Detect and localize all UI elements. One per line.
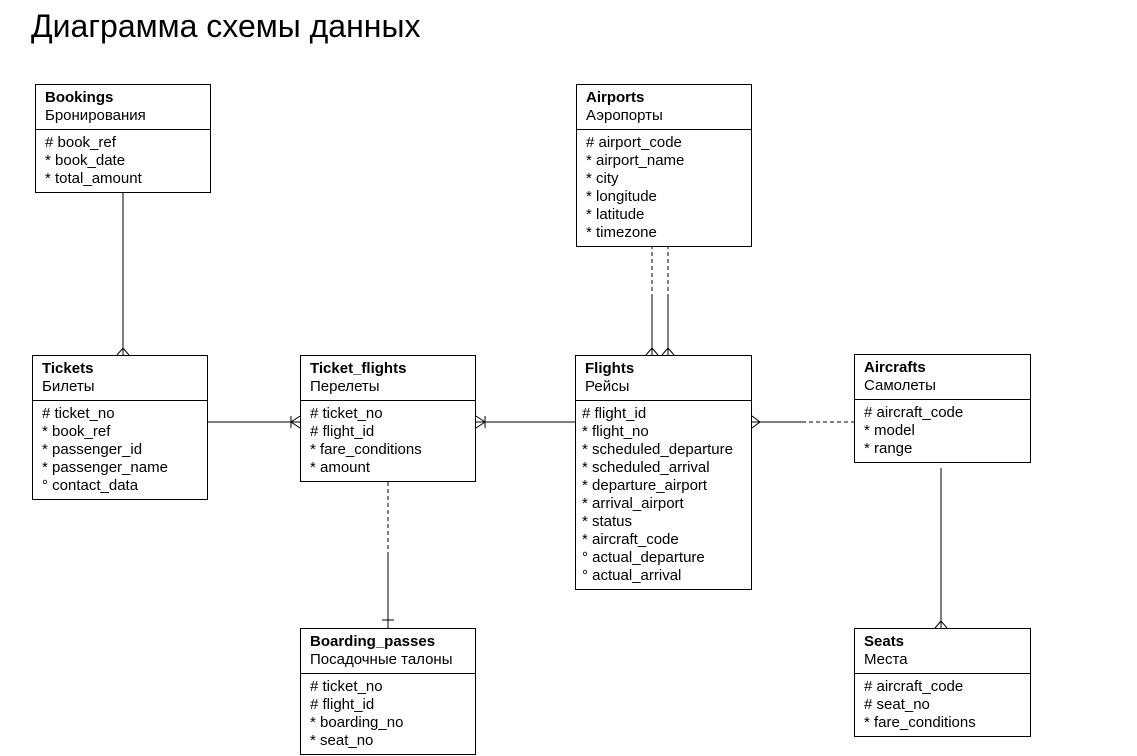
entity-subtitle: Аэропорты <box>586 107 663 124</box>
relationship-aircrafts-seats <box>934 468 948 629</box>
attribute: * fare_conditions <box>310 441 422 458</box>
relationship-tickets-ticket-flights <box>208 415 301 429</box>
entity-ticket-flights[interactable]: Ticket_flights Перелеты # ticket_no # fl… <box>300 355 476 482</box>
attribute: # airport_code <box>586 134 682 151</box>
attribute: # aircraft_code <box>864 404 964 421</box>
attribute: * departure_airport <box>582 477 708 494</box>
attribute-list: # ticket_no # flight_id * fare_condition… <box>301 401 475 481</box>
attribute: * airport_name <box>586 152 685 169</box>
entity-boarding-passes[interactable]: Boarding_passes Посадочные талоны # tick… <box>300 628 476 755</box>
relationship-airports-flights-arrival <box>661 245 675 356</box>
attribute: * aircraft_code <box>582 531 679 548</box>
relationship-bookings-tickets <box>116 192 130 356</box>
attribute: # flight_id <box>310 423 375 440</box>
relationship-aircrafts-flights <box>751 415 854 429</box>
entity-bookings[interactable]: Bookings Бронирования # book_ref * book_… <box>35 84 211 193</box>
attribute: * book_date <box>45 152 126 169</box>
entity-flights[interactable]: Flights Рейсы # flight_id * flight_no * … <box>575 355 752 590</box>
entity-subtitle: Перелеты <box>310 378 380 395</box>
attribute: * scheduled_departure <box>582 441 733 458</box>
entity-name: Aircrafts <box>864 359 926 376</box>
entity-tickets[interactable]: Tickets Билеты # ticket_no * book_ref * … <box>32 355 208 500</box>
entity-header: Airports Аэропорты <box>577 85 751 130</box>
entity-header: Aircrafts Самолеты <box>855 355 1030 400</box>
relationship-airports-flights-departure <box>645 245 659 356</box>
attribute: * amount <box>310 459 371 476</box>
attribute: * timezone <box>586 224 657 241</box>
attribute: * book_ref <box>42 423 111 440</box>
attribute-list: # aircraft_code * model * range <box>855 400 1030 462</box>
attribute: * boarding_no <box>310 714 404 731</box>
attribute: ° contact_data <box>42 477 139 494</box>
entity-subtitle: Самолеты <box>864 377 936 394</box>
attribute: * flight_no <box>582 423 649 440</box>
entity-name: Bookings <box>45 89 114 106</box>
entity-seats[interactable]: Seats Места # aircraft_code # seat_no * … <box>854 628 1031 737</box>
attribute: * latitude <box>586 206 645 223</box>
attribute-list: # aircraft_code # seat_no * fare_conditi… <box>855 674 1030 736</box>
attribute: # ticket_no <box>42 405 115 422</box>
attribute: # aircraft_code <box>864 678 964 695</box>
entity-header: Seats Места <box>855 629 1030 674</box>
entity-subtitle: Бронирования <box>45 107 146 124</box>
attribute: # book_ref <box>45 134 116 151</box>
entity-airports[interactable]: Airports Аэропорты # airport_code * airp… <box>576 84 752 247</box>
attribute: * model <box>864 422 915 439</box>
entity-subtitle: Места <box>864 651 908 668</box>
attribute-list: # ticket_no # flight_id * boarding_no * … <box>301 674 475 754</box>
attribute-list: # flight_id * flight_no * scheduled_depa… <box>576 401 751 589</box>
attribute: * arrival_airport <box>582 495 684 512</box>
entity-subtitle: Билеты <box>42 378 95 395</box>
entity-name: Airports <box>586 89 645 106</box>
attribute: * passenger_name <box>42 459 168 476</box>
attribute: # flight_id <box>582 405 647 422</box>
entity-aircrafts[interactable]: Aircrafts Самолеты # aircraft_code * mod… <box>854 354 1031 463</box>
attribute: * status <box>582 513 633 530</box>
entity-subtitle: Рейсы <box>585 378 630 395</box>
entity-name: Tickets <box>42 360 94 377</box>
attribute: * passenger_id <box>42 441 143 458</box>
attribute: * range <box>864 440 913 457</box>
attribute-list: # ticket_no * book_ref * passenger_id * … <box>33 401 207 499</box>
entity-name: Flights <box>585 360 635 377</box>
entity-subtitle: Посадочные талоны <box>310 651 453 668</box>
attribute: ° actual_arrival <box>582 567 682 584</box>
relationship-ticket-flights-boarding-passes <box>382 482 394 628</box>
entity-header: Boarding_passes Посадочные талоны <box>301 629 475 674</box>
attribute: # ticket_no <box>310 405 383 422</box>
attribute: * scheduled_arrival <box>582 459 710 476</box>
entity-header: Ticket_flights Перелеты <box>301 356 475 401</box>
attribute: # flight_id <box>310 696 375 713</box>
relationship-flights-ticket-flights <box>475 415 575 429</box>
entity-name: Ticket_flights <box>310 360 407 377</box>
attribute: * seat_no <box>310 732 374 749</box>
attribute: * longitude <box>586 188 657 205</box>
entity-header: Tickets Билеты <box>33 356 207 401</box>
diagram-title: Диаграмма схемы данных <box>31 8 421 44</box>
attribute: * city <box>586 170 619 187</box>
entity-header: Bookings Бронирования <box>36 85 210 130</box>
entity-header: Flights Рейсы <box>576 356 751 401</box>
attribute-list: # book_ref * book_date * total_amount <box>36 130 210 192</box>
attribute: * fare_conditions <box>864 714 976 731</box>
attribute: ° actual_departure <box>582 549 705 566</box>
entity-name: Seats <box>864 633 905 650</box>
entity-name: Boarding_passes <box>310 633 436 650</box>
attribute: # ticket_no <box>310 678 383 695</box>
attribute: * total_amount <box>45 170 142 187</box>
attribute-list: # airport_code * airport_name * city * l… <box>577 130 751 246</box>
attribute: # seat_no <box>864 696 930 713</box>
